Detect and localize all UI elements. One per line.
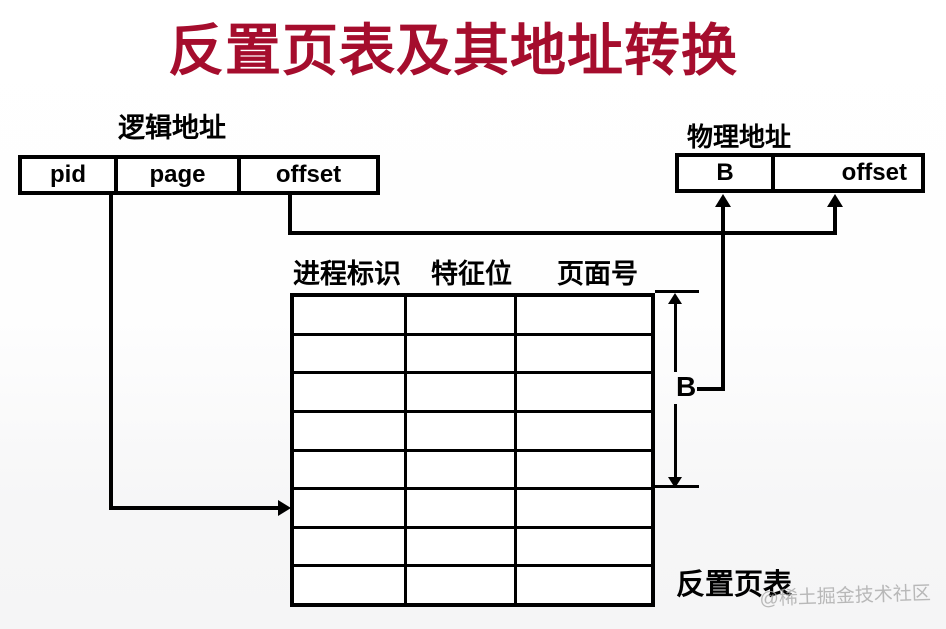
table-row — [294, 564, 651, 603]
table-cell — [294, 452, 404, 488]
offset-copy-arrow-icon — [827, 194, 843, 207]
table-cell — [294, 490, 404, 526]
frame-link-line-vertical — [721, 204, 725, 391]
table-cell — [404, 528, 514, 565]
table-cell — [404, 567, 514, 603]
range-label: B — [676, 371, 697, 402]
table-cell — [514, 490, 651, 526]
pid-search-arrow-icon — [278, 500, 291, 516]
range-line-upper — [674, 302, 677, 372]
offset-copy-line-drop — [288, 195, 292, 235]
table-cell — [404, 451, 514, 488]
logical-field-offset: offset — [237, 159, 376, 191]
table-header-process-id: 进程标识 — [293, 259, 401, 289]
table-caption: 反置页表 — [676, 569, 793, 601]
table-cell — [294, 413, 404, 449]
table-row — [294, 409, 651, 449]
table-row — [294, 487, 651, 526]
table-row — [294, 371, 651, 410]
table-cell — [294, 529, 404, 565]
table-row — [294, 332, 651, 372]
watermark: @稀土掘金技术社区 — [759, 583, 932, 611]
table-header-flag-bits: 特征位 — [431, 259, 512, 289]
table-cell — [404, 490, 514, 526]
pid-search-line-horizontal — [109, 506, 281, 510]
logical-address-box: pid page offset — [18, 155, 380, 195]
table-cell — [404, 412, 514, 449]
table-cell — [514, 528, 651, 565]
range-top-tick — [655, 290, 699, 293]
table-cell — [404, 297, 514, 333]
frame-link-arrow-icon — [715, 194, 731, 207]
table-cell — [514, 567, 651, 603]
table-cell — [514, 335, 651, 372]
table-cell — [294, 297, 404, 333]
logical-field-page: page — [114, 159, 237, 191]
table-cell — [514, 374, 651, 410]
range-line-lower — [674, 404, 677, 477]
logical-field-pid: pid — [50, 161, 86, 188]
table-cell — [514, 297, 651, 333]
table-cell — [404, 335, 514, 372]
offset-copy-line-horizontal — [288, 231, 837, 235]
table-cell — [514, 412, 651, 449]
table-header-page-number: 页面号 — [557, 259, 638, 289]
table-cell — [294, 374, 404, 410]
table-row — [294, 297, 651, 333]
frame-link-dash — [697, 387, 725, 391]
inverted-page-table — [290, 293, 655, 607]
offset-copy-line-rise — [833, 204, 837, 234]
physical-field-offset: offset — [771, 157, 921, 189]
table-cell — [294, 567, 404, 603]
table-cell — [514, 451, 651, 488]
logical-address-label: 逻辑地址 — [118, 113, 226, 143]
table-cell — [294, 336, 404, 372]
page-title: 反置页表及其地址转换 — [168, 19, 738, 82]
physical-field-frame: B — [716, 159, 734, 186]
range-arrow-up-icon — [668, 293, 682, 304]
table-row — [294, 448, 651, 488]
table-row — [294, 525, 651, 565]
physical-address-label: 物理地址 — [687, 122, 792, 152]
table-cell — [404, 374, 514, 410]
range-arrow-down-icon — [668, 477, 682, 488]
pid-search-line-vertical — [109, 195, 113, 510]
physical-address-box: B offset — [675, 153, 925, 193]
